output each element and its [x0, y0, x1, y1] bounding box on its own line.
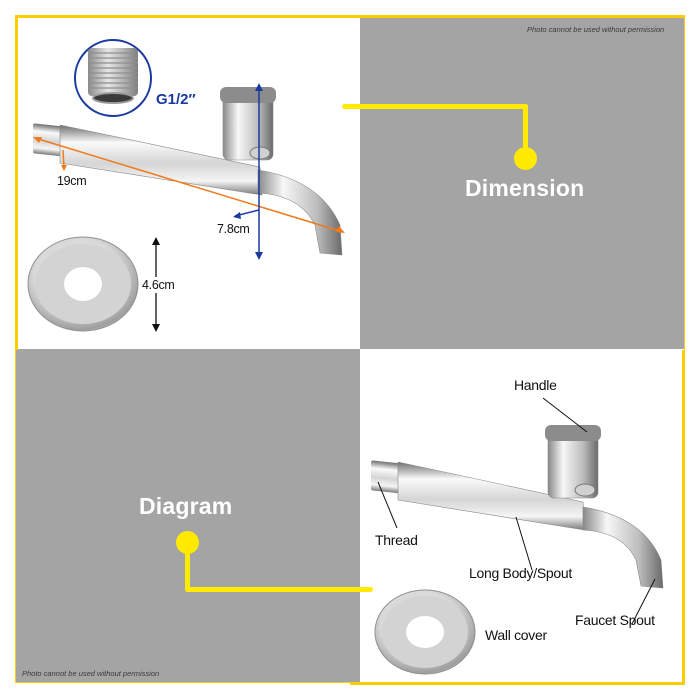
frame-border-bottom-left: [15, 682, 350, 683]
diagram-connector-horizontal: [185, 587, 373, 592]
long-body-label: Long Body/Spout: [469, 565, 572, 581]
handle-label: Handle: [514, 377, 557, 393]
thread-size-label: G1/2″: [156, 91, 196, 108]
frame-border-right-upper: [684, 15, 685, 350]
diagram-connector-vertical: [185, 542, 190, 592]
dimension-connector-vertical: [523, 104, 528, 156]
callout-leader-lines: [377, 397, 656, 625]
wall-cover-image-dimension: [27, 236, 139, 332]
thread-label: Thread: [375, 532, 418, 548]
frame-border-top: [15, 15, 685, 18]
dimension-connector-horizontal: [342, 104, 528, 109]
dimension-connector-dot: [514, 147, 537, 170]
height-dimension-arrow: [233, 83, 263, 260]
length-label: 19cm: [57, 174, 87, 188]
height-label: 7.8cm: [217, 222, 250, 236]
faucet-image-diagram: [371, 425, 664, 589]
frame-border-left: [15, 15, 18, 350]
watermark-top: Photo cannot be used without permission: [527, 25, 665, 34]
wall-cover-image-diagram: [374, 589, 476, 675]
faucet-image-dimension: [33, 87, 343, 256]
diagram-title-panel: [16, 349, 360, 682]
dimension-title-panel: [360, 18, 684, 349]
diameter-label: 4.6cm: [142, 277, 175, 293]
wall-cover-label: Wall cover: [485, 627, 547, 643]
thread-closeup-icon: [74, 39, 152, 117]
frame-border-bottom: [350, 682, 685, 685]
dimension-title: Dimension: [465, 175, 585, 201]
faucet-spout-label: Faucet Spout: [575, 612, 655, 628]
frame-border-right: [682, 350, 685, 685]
watermark-bottom: Photo cannot be used without permission: [22, 669, 160, 678]
length-dimension-arrow: [33, 137, 345, 233]
frame-border-left-lower: [15, 350, 16, 683]
diagram-title: Diagram: [139, 493, 233, 519]
